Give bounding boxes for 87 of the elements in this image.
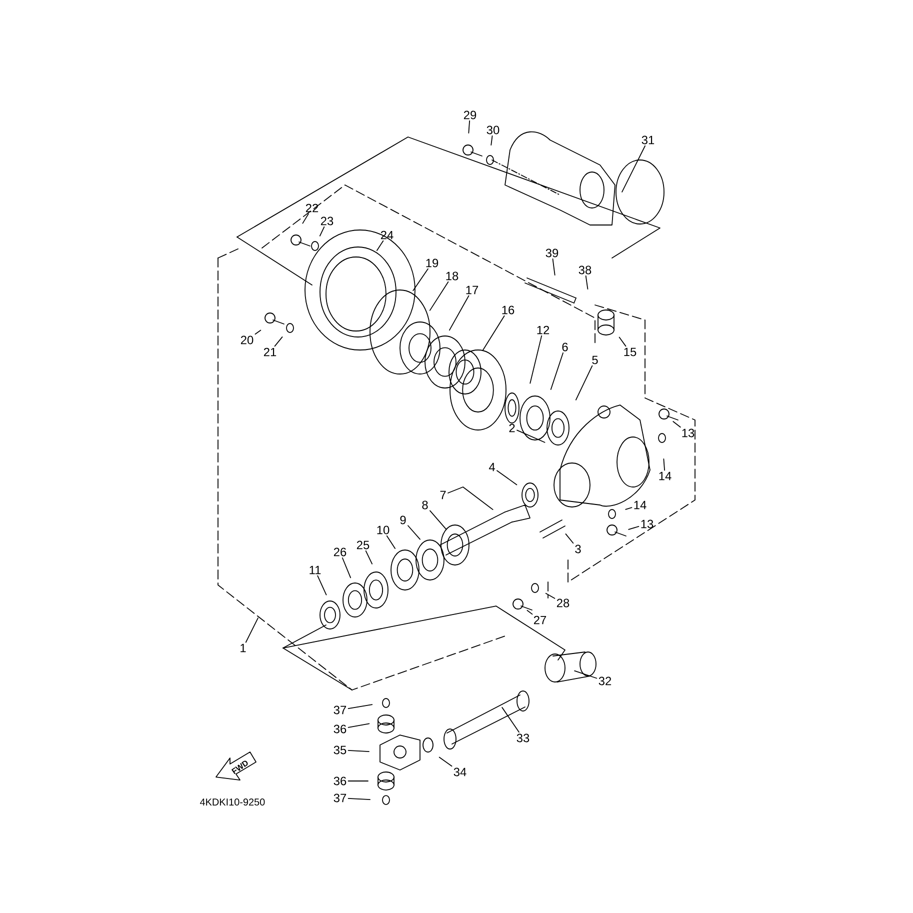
callout-number: 30 bbox=[486, 126, 500, 134]
leader-line bbox=[574, 670, 598, 679]
leader-line bbox=[622, 145, 646, 192]
leader-line bbox=[552, 258, 556, 276]
leader-line bbox=[625, 507, 632, 510]
leader-line bbox=[319, 226, 325, 236]
callout-number: 38 bbox=[578, 266, 592, 274]
leader-line bbox=[565, 534, 574, 544]
callout-number: 24 bbox=[380, 230, 394, 240]
callout-number: 34 bbox=[454, 768, 466, 776]
leader-line bbox=[550, 352, 564, 390]
callout-number: 19 bbox=[426, 258, 438, 268]
leader-line bbox=[672, 421, 681, 428]
leader-line bbox=[348, 798, 370, 800]
callout-number: 7 bbox=[440, 490, 446, 500]
callout-number: 26 bbox=[334, 548, 346, 556]
leader-line bbox=[496, 470, 518, 486]
callout-number: 25 bbox=[356, 540, 370, 550]
callout-number: 4 bbox=[488, 462, 495, 472]
leader-line bbox=[502, 706, 520, 733]
callout-number: 14 bbox=[659, 472, 672, 480]
callout-number: 36 bbox=[334, 776, 346, 786]
leader-line bbox=[302, 213, 309, 224]
callout-number: 20 bbox=[240, 336, 254, 344]
callout-number: 37 bbox=[334, 794, 346, 802]
callout-number: 12 bbox=[537, 326, 550, 334]
leader-line bbox=[348, 723, 370, 728]
callout-number: 17 bbox=[466, 286, 478, 294]
callout-number: 18 bbox=[446, 272, 458, 280]
callout-number: 31 bbox=[642, 136, 654, 144]
leader-line bbox=[412, 268, 428, 292]
leader-line bbox=[663, 458, 666, 471]
callout-number: 13 bbox=[641, 520, 654, 528]
leader-line bbox=[429, 281, 449, 311]
callout-number: 39 bbox=[546, 248, 558, 258]
leader-line bbox=[618, 336, 626, 347]
leader-line bbox=[365, 550, 373, 564]
leader-line bbox=[490, 135, 493, 146]
leader-line bbox=[482, 315, 505, 351]
callout-number: 1 bbox=[240, 644, 246, 652]
callout-number: 14 bbox=[634, 500, 646, 510]
leader-line bbox=[526, 610, 533, 615]
leader-line bbox=[317, 575, 327, 596]
leader-line bbox=[438, 756, 452, 767]
callout-number: 27 bbox=[534, 616, 546, 624]
callout-number: 9 bbox=[400, 516, 406, 524]
leader-line bbox=[585, 275, 588, 290]
callout-number: 3 bbox=[575, 544, 581, 554]
callout-number: 22 bbox=[306, 204, 318, 212]
leader-line bbox=[430, 510, 447, 530]
callout-number: 13 bbox=[682, 428, 694, 438]
callout-number: 29 bbox=[464, 110, 476, 120]
leader-line bbox=[254, 330, 262, 335]
leader-line bbox=[348, 704, 373, 710]
callout-number: 36 bbox=[334, 724, 346, 734]
callout-number: 35 bbox=[334, 746, 346, 754]
callout-number: 5 bbox=[592, 356, 598, 364]
callout-number: 15 bbox=[624, 348, 636, 356]
leader-line bbox=[468, 120, 470, 134]
leader-line bbox=[274, 336, 283, 347]
callout-number: 8 bbox=[422, 500, 428, 510]
leader-line bbox=[376, 240, 384, 251]
callout-number: 32 bbox=[598, 676, 612, 686]
callout-number: 33 bbox=[516, 734, 530, 742]
leader-line bbox=[448, 486, 494, 510]
callout-number: 11 bbox=[310, 566, 321, 574]
leader-line bbox=[408, 525, 420, 540]
leader-line bbox=[628, 526, 640, 530]
leader-line bbox=[245, 618, 258, 643]
callout-number: 28 bbox=[556, 598, 570, 608]
leader-line bbox=[348, 780, 368, 782]
drawing-number: 4KDKI10-9250 bbox=[200, 798, 265, 806]
leader-line bbox=[575, 365, 593, 400]
callout-number: 21 bbox=[264, 348, 276, 356]
leader-line bbox=[530, 335, 542, 384]
callout-number: 23 bbox=[320, 216, 334, 226]
callout-number: 2 bbox=[509, 424, 515, 432]
leader-line bbox=[448, 295, 470, 331]
callout-number: 10 bbox=[377, 526, 390, 534]
callout-number: 6 bbox=[562, 342, 568, 352]
leader-line bbox=[516, 430, 546, 443]
leader-line bbox=[545, 592, 556, 599]
leader-line bbox=[386, 535, 396, 549]
leader-line bbox=[348, 750, 370, 752]
callout-number: 37 bbox=[334, 706, 346, 714]
leader-line bbox=[342, 557, 352, 578]
callout-number: 16 bbox=[502, 306, 514, 314]
